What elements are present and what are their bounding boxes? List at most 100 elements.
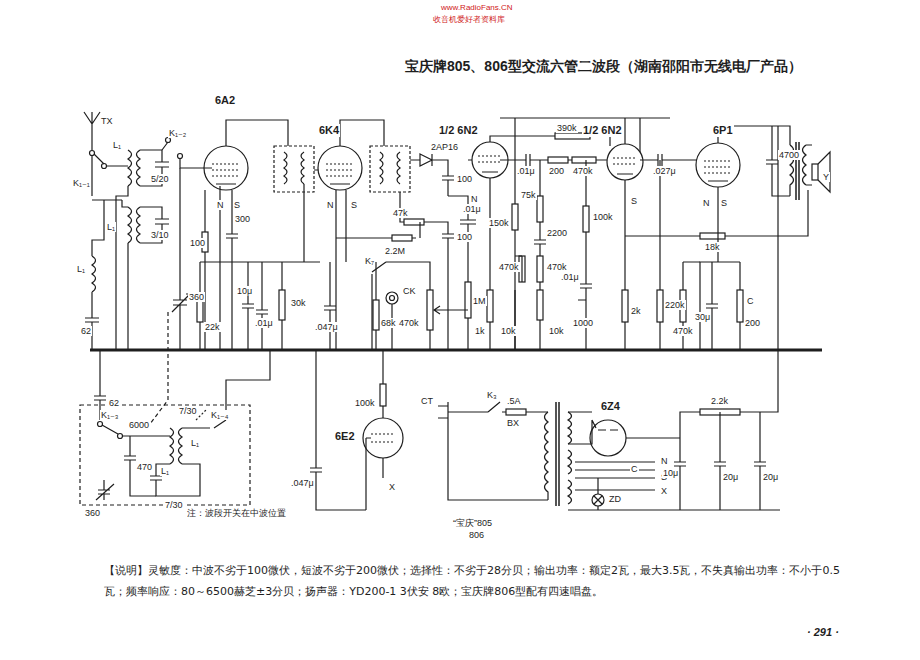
component-label: .01μ bbox=[254, 318, 274, 328]
circuit-line bbox=[380, 152, 400, 184]
circuit-line bbox=[537, 256, 543, 282]
component-label: 2.2k bbox=[710, 396, 729, 406]
component-label: .027μ bbox=[652, 166, 677, 176]
component-label: 3/10 bbox=[150, 230, 170, 240]
component-label: 62 bbox=[80, 326, 92, 336]
component-label: 6P1 bbox=[712, 124, 734, 137]
component-label: 7/30 bbox=[178, 406, 198, 416]
component-label: K₁₋₄ bbox=[210, 410, 229, 420]
circuit-line bbox=[622, 290, 628, 322]
component-label: 6Z4 bbox=[600, 400, 621, 413]
circuit-line bbox=[568, 412, 780, 510]
component-label: 1k bbox=[474, 326, 486, 336]
circuit-line bbox=[506, 409, 526, 415]
component-label: 4700 bbox=[778, 150, 800, 160]
circuit-line bbox=[370, 146, 410, 192]
component-label: 100 bbox=[456, 174, 473, 184]
circuit-line bbox=[150, 464, 200, 496]
component-label: K₃ bbox=[486, 390, 498, 400]
circuit-line bbox=[118, 434, 123, 439]
circuit-line bbox=[534, 160, 546, 350]
component-label: S bbox=[720, 198, 728, 208]
circuit-line bbox=[590, 420, 626, 456]
circuit-line bbox=[438, 402, 548, 500]
circuit-line bbox=[427, 290, 433, 330]
watermark-text: 收音机爱好者资料库 bbox=[432, 15, 506, 24]
component-label: 300 bbox=[234, 214, 251, 224]
circuit-line bbox=[700, 126, 790, 350]
circuit-line bbox=[330, 120, 384, 350]
component-label: 220k bbox=[664, 300, 686, 310]
circuit-line bbox=[212, 164, 240, 176]
component-label: N bbox=[216, 200, 225, 210]
component-label: L₁ bbox=[106, 222, 116, 232]
wiring bbox=[80, 112, 830, 510]
component-label: 62 bbox=[108, 398, 120, 408]
circuit-line bbox=[178, 154, 183, 159]
component-label: 10k bbox=[500, 326, 517, 336]
component-label: 7/30 bbox=[164, 500, 184, 510]
component-label: 5/20 bbox=[150, 174, 170, 184]
circuit-line bbox=[478, 156, 502, 162]
circuit-line bbox=[373, 300, 379, 330]
component-label: C bbox=[630, 464, 639, 474]
circuit-line bbox=[140, 207, 169, 243]
circuit-line bbox=[812, 164, 818, 180]
circuit-line bbox=[613, 158, 637, 164]
circuit-line bbox=[737, 290, 743, 322]
circuit-line bbox=[500, 154, 607, 166]
component-label: 470k bbox=[498, 262, 520, 272]
component-label: 470k bbox=[398, 318, 420, 328]
circuit-line bbox=[128, 207, 132, 243]
circuit-line bbox=[537, 290, 543, 320]
circuit-line bbox=[467, 262, 468, 350]
circuit-line bbox=[371, 434, 395, 442]
circuit-line bbox=[519, 256, 525, 282]
circuit-line bbox=[90, 151, 95, 156]
component-label: X bbox=[660, 486, 668, 496]
circuit-line bbox=[162, 142, 204, 168]
circuit-line bbox=[545, 412, 549, 500]
component-label: 200 bbox=[744, 318, 761, 328]
component-label: 360 bbox=[188, 292, 205, 302]
component-label: C bbox=[746, 296, 755, 306]
component-label: 2k bbox=[630, 306, 642, 316]
circuit-line bbox=[284, 152, 304, 184]
component-label: Y bbox=[822, 172, 830, 182]
circuit-line bbox=[548, 157, 568, 163]
circuit-line bbox=[336, 222, 420, 238]
component-label: “宝庆”805 bbox=[452, 518, 493, 528]
component-label: 360 bbox=[84, 508, 101, 518]
component-label: CT bbox=[420, 396, 434, 406]
component-label: N bbox=[660, 456, 669, 466]
component-label: K₇ bbox=[364, 256, 375, 266]
component-label: 75k bbox=[520, 190, 537, 200]
component-label: 1/2 6N2 bbox=[438, 124, 479, 137]
circuit-line bbox=[657, 290, 663, 322]
component-label: 100 bbox=[456, 232, 473, 242]
circuit-line bbox=[170, 428, 182, 464]
component-label: .5A bbox=[506, 396, 522, 406]
circuit-line bbox=[80, 405, 250, 505]
circuit-line bbox=[640, 118, 696, 166]
circuit-line bbox=[274, 146, 314, 192]
circuit-line bbox=[598, 400, 778, 510]
component-label: 150k bbox=[488, 218, 510, 228]
circuit-line bbox=[116, 166, 128, 350]
component-label: 200 bbox=[548, 166, 565, 176]
component-label: .047μ bbox=[314, 322, 339, 332]
circuit-line bbox=[706, 262, 718, 350]
circuit-line bbox=[324, 262, 336, 350]
circuit-line bbox=[204, 120, 288, 350]
circuit-line bbox=[465, 282, 471, 318]
component-label: L₁ bbox=[76, 264, 86, 274]
circuit-line bbox=[704, 161, 732, 173]
circuit-line bbox=[326, 164, 354, 176]
component-label: S bbox=[350, 200, 358, 210]
circuit-line bbox=[818, 152, 830, 192]
component-label: L₁ bbox=[160, 466, 170, 476]
component-label: 470 bbox=[136, 462, 153, 472]
circuit-line bbox=[617, 118, 808, 350]
circuit-line bbox=[200, 262, 320, 350]
